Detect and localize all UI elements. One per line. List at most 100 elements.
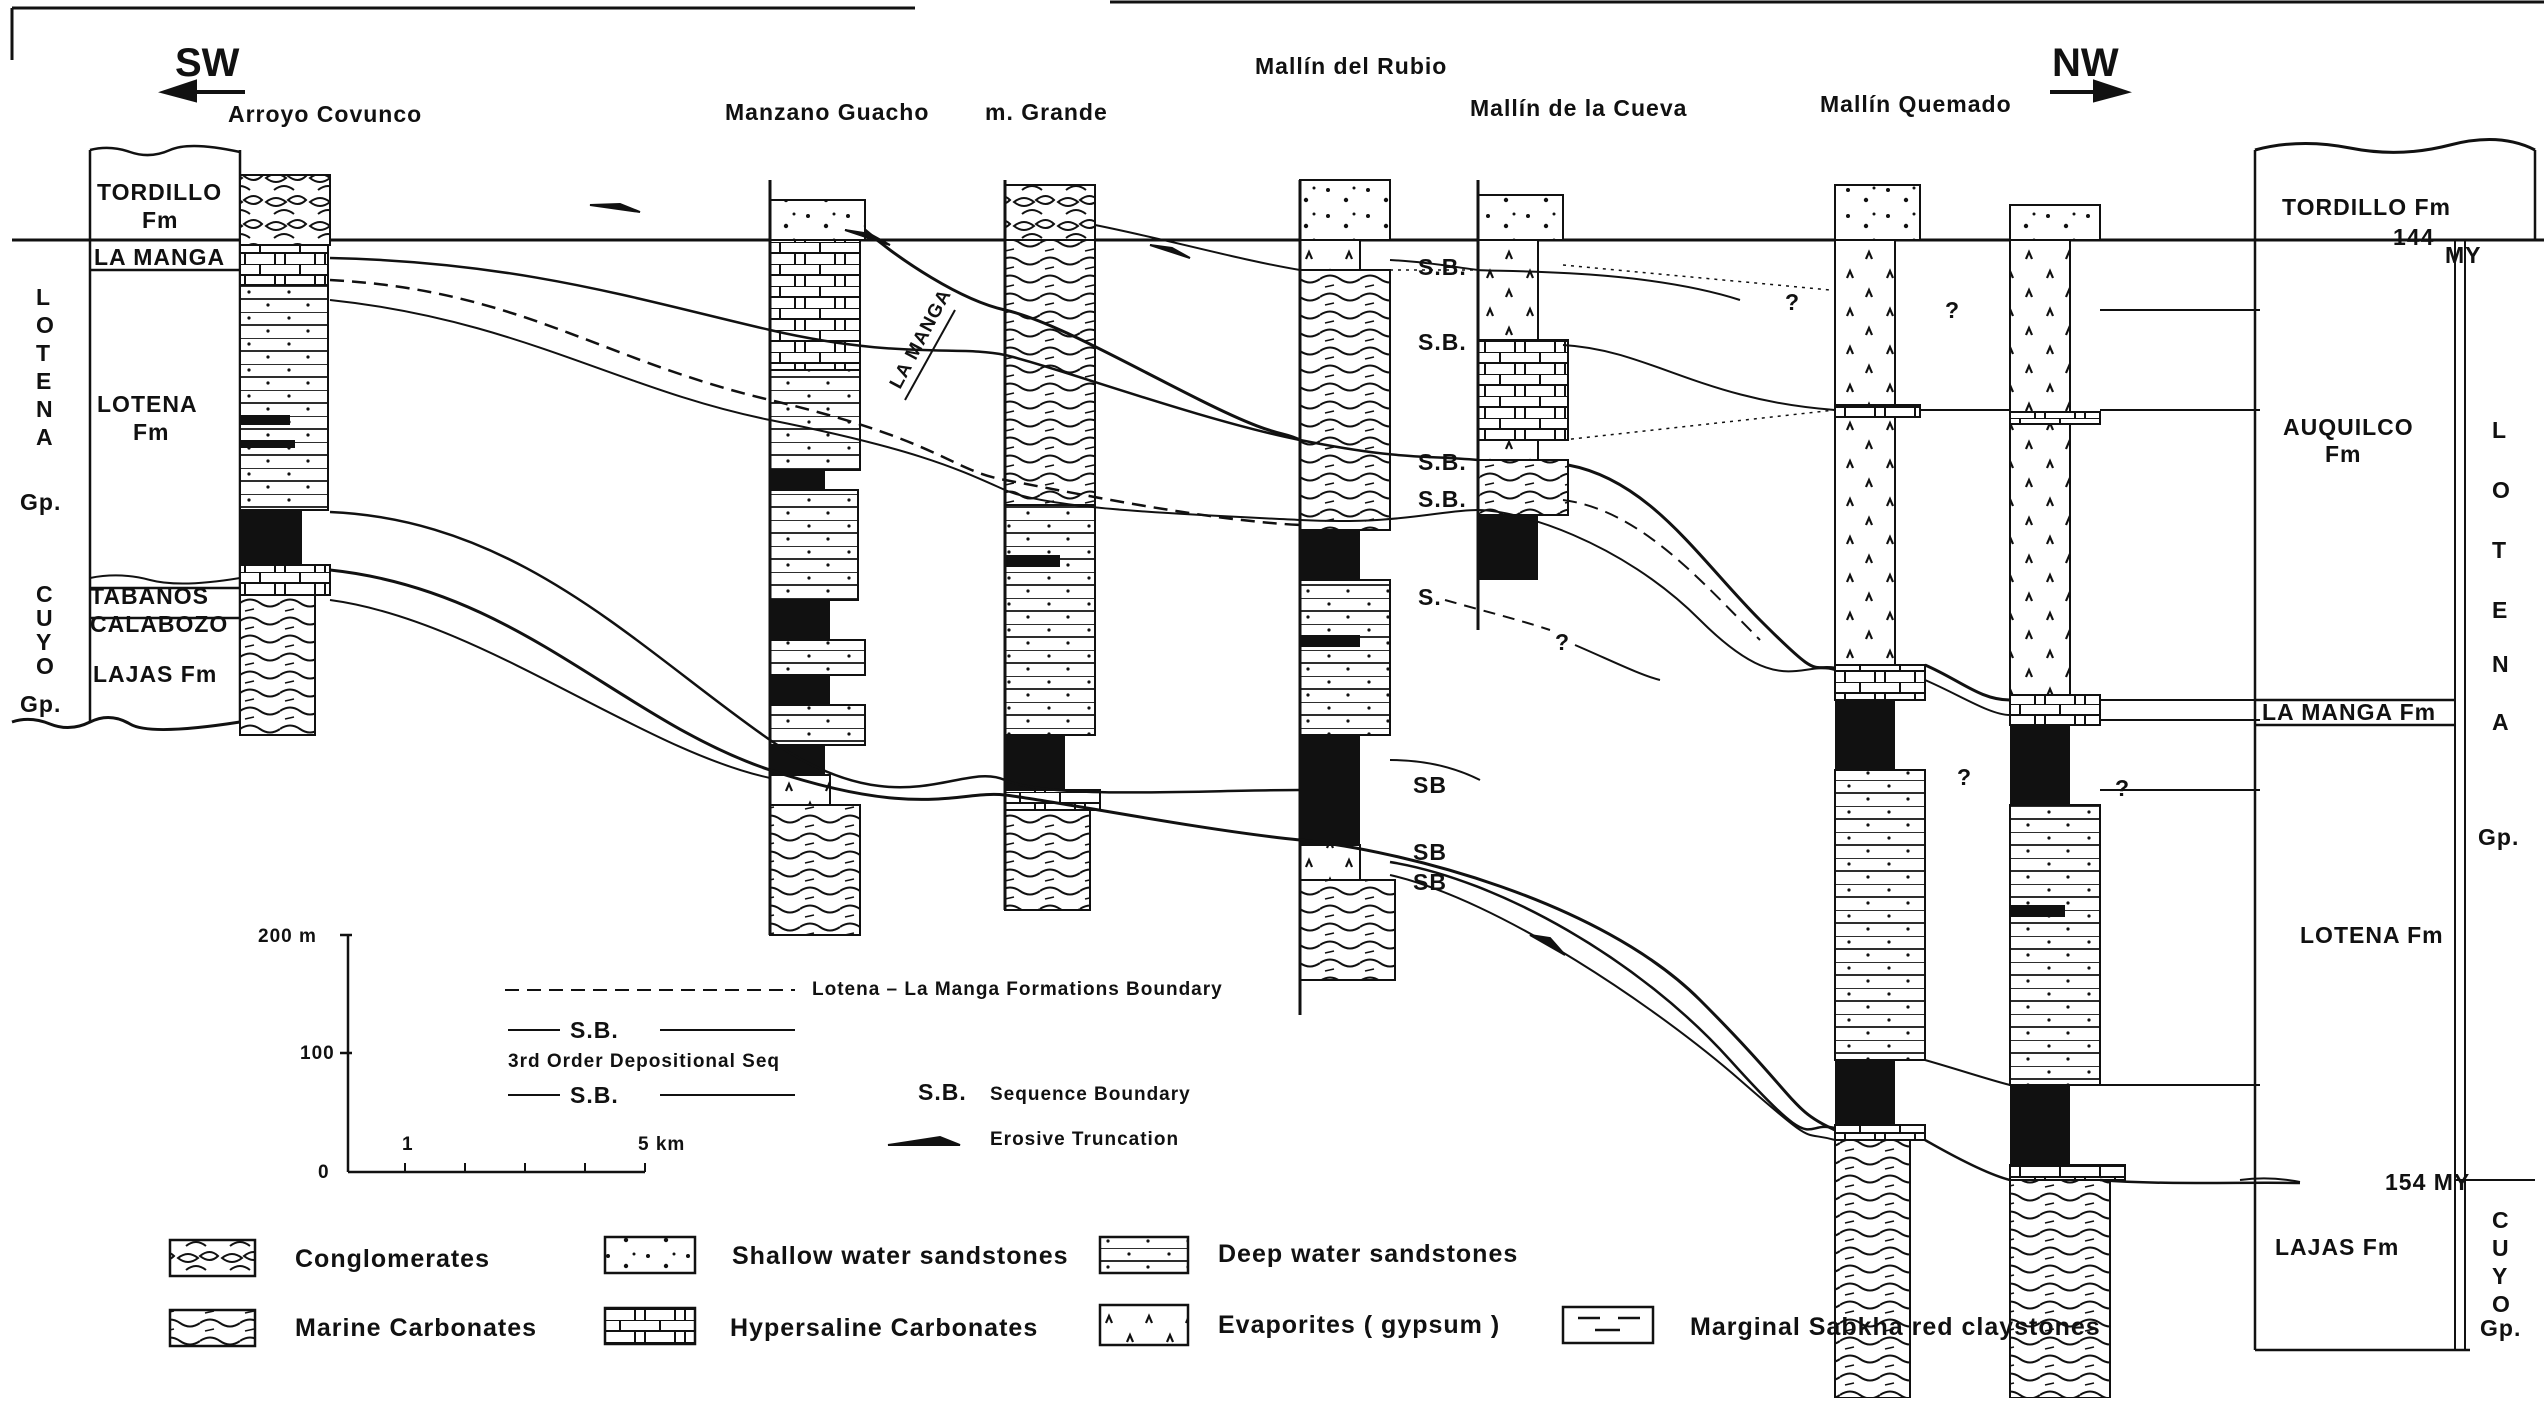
right-auquilco-fm: Fm <box>2325 441 2362 467</box>
locality-mallin-del-rubio: Mallín del Rubio <box>1255 53 1447 79</box>
column-mallin-quemado-b <box>2009 204 2126 1399</box>
right-cuyo-gp: Gp. <box>2480 1315 2521 1341</box>
left-stratigraphy-panel: TORDILLO Fm LA MANGA LOTENA Fm TABANOS C… <box>20 144 242 722</box>
key-third-order: 3rd Order Depositional Seq <box>508 1051 780 1072</box>
legend-conglomerates: Conglomerates <box>295 1245 490 1273</box>
scale-100: 100 <box>300 1043 335 1064</box>
right-tordillo: TORDILLO Fm <box>2282 194 2451 220</box>
erosive-truncation-arrows <box>589 202 1566 956</box>
locality-manzano-guacho: Manzano Guacho <box>725 99 929 125</box>
la-manga-slanted-label: LA MANGA <box>886 286 956 393</box>
question-mark: ? <box>2115 775 2130 801</box>
deep-sandstone-swatch-icon <box>1098 1235 1190 1275</box>
sb-label: S.B. <box>1418 329 1467 355</box>
hypersaline-carbonates-swatch-icon <box>603 1306 697 1346</box>
locality-mallin-de-la-cueva: Mallín de la Cueva <box>1470 95 1687 121</box>
left-cuyo-letter: Y <box>36 629 51 655</box>
left-lotena-letter: E <box>36 368 51 394</box>
key-sb-def: Sequence Boundary <box>990 1084 1191 1105</box>
question-mark: ? <box>1555 629 1570 655</box>
right-lotena-letter: N <box>2492 651 2509 677</box>
arrow-left-icon <box>158 79 245 103</box>
left-lotena-letter: L <box>36 284 50 310</box>
lithology-legend: Conglomerates Shallow water sandstones D… <box>168 1235 2101 1348</box>
left-tordillo: TORDILLO <box>97 179 222 205</box>
correlation-lines <box>329 224 2301 1185</box>
left-lotena-letter: O <box>36 312 54 338</box>
legend-deep-sandstones: Deep water sandstones <box>1218 1240 1518 1268</box>
sb-label: S.B. <box>1418 254 1467 280</box>
erosive-arrow-icon <box>887 1135 961 1146</box>
left-lotena-letter: N <box>36 396 53 422</box>
scale-0: 0 <box>318 1162 330 1183</box>
shallow-sandstone-swatch-icon <box>603 1235 697 1275</box>
right-lotena-letter: E <box>2492 597 2507 623</box>
direction-nw: NW <box>2052 41 2119 85</box>
scale-bar: 200 m 100 0 1 5 km <box>258 926 685 1183</box>
right-lotena-letter: L <box>2492 417 2506 443</box>
left-cuyo-letter: C <box>36 581 53 607</box>
line-key: Lotena – La Manga Formations Boundary S.… <box>505 979 1223 1150</box>
right-lotena-gp: Gp. <box>2478 824 2519 850</box>
right-lotena-letter: O <box>2492 477 2510 503</box>
question-mark: ? <box>1785 289 1800 315</box>
arrow-right-icon <box>2050 79 2132 103</box>
right-cuyo-letter: O <box>2492 1291 2510 1317</box>
direction-sw: SW <box>175 41 240 85</box>
right-la-manga: LA MANGA Fm <box>2262 699 2436 725</box>
right-lotena: LOTENA Fm <box>2300 922 2444 948</box>
legend-shallow-sandstones: Shallow water sandstones <box>732 1242 1069 1270</box>
column-mallin-del-rubio <box>1298 179 1396 1015</box>
right-lotena-letter: T <box>2492 537 2506 563</box>
left-tordillo-fm: Fm <box>142 207 179 233</box>
locality-arroyo-covunco: Arroyo Covunco <box>228 101 422 127</box>
left-lotena-letter: T <box>36 340 50 366</box>
legend-sabkha-claystones: Marginal Sabkha red claystones <box>1690 1313 2101 1341</box>
marine-carbonates-swatch-icon <box>168 1308 257 1348</box>
right-lajas: LAJAS Fm <box>2275 1234 2399 1260</box>
right-age-top: 144 <box>2393 224 2434 250</box>
key-erosive: Erosive Truncation <box>990 1129 1179 1150</box>
left-cuyo-letter: O <box>36 653 54 679</box>
left-cuyo-gp: Gp. <box>20 691 61 717</box>
column-m-grande <box>1003 180 1101 911</box>
locality-m-grande: m. Grande <box>985 99 1108 125</box>
column-mallin-quemado-a <box>1834 184 1926 1399</box>
legend-hypersaline-carbonates: Hypersaline Carbonates <box>730 1314 1038 1342</box>
right-stratigraphy-panel: TORDILLO Fm 144 MY AUQUILCO Fm LA MANGA … <box>2239 138 2537 1352</box>
scale-5km: 5 km <box>638 1134 685 1155</box>
scale-1km: 1 <box>402 1134 414 1155</box>
right-age-bottom: 154 MY <box>2385 1169 2470 1195</box>
evaporites-swatch-icon <box>1098 1303 1190 1347</box>
column-mallin-de-la-cueva <box>1476 180 1569 630</box>
sb-label: S.B. <box>1418 486 1467 512</box>
key-boundary: Lotena – La Manga Formations Boundary <box>812 979 1223 1000</box>
sb-short-label: SB <box>1413 839 1447 865</box>
right-auquilco: AUQUILCO <box>2283 414 2414 440</box>
key-sb-bottom: S.B. <box>570 1082 619 1108</box>
right-cuyo-letter: C <box>2492 1207 2509 1233</box>
scale-200: 200 m <box>258 926 317 947</box>
left-la-manga: LA MANGA <box>94 244 225 270</box>
column-manzano-guacho <box>768 180 866 936</box>
column-arroyo-covunco <box>239 174 331 736</box>
left-cuyo-letter: U <box>36 605 53 631</box>
key-sb-abbr: S.B. <box>918 1079 967 1105</box>
sb-label: S.B. <box>1418 449 1467 475</box>
key-sb-top: S.B. <box>570 1017 619 1043</box>
left-lotena: LOTENA <box>97 391 198 417</box>
right-cuyo-letter: U <box>2492 1235 2509 1261</box>
sb-short-label: SB <box>1413 869 1447 895</box>
sabkha-claystones-swatch-icon <box>1561 1305 1655 1345</box>
s-label: S. <box>1418 584 1442 610</box>
legend-marine-carbonates: Marine Carbonates <box>295 1314 537 1342</box>
left-lotena-fm: Fm <box>133 419 170 445</box>
left-lotena-gp: Gp. <box>20 489 61 515</box>
legend-evaporites: Evaporites ( gypsum ) <box>1218 1311 1500 1339</box>
right-cuyo-letter: Y <box>2492 1263 2507 1289</box>
right-age-top-unit: MY <box>2445 242 2482 268</box>
left-lajas: LAJAS Fm <box>93 661 217 687</box>
question-mark: ? <box>1957 764 1972 790</box>
sb-short-label: SB <box>1413 772 1447 798</box>
